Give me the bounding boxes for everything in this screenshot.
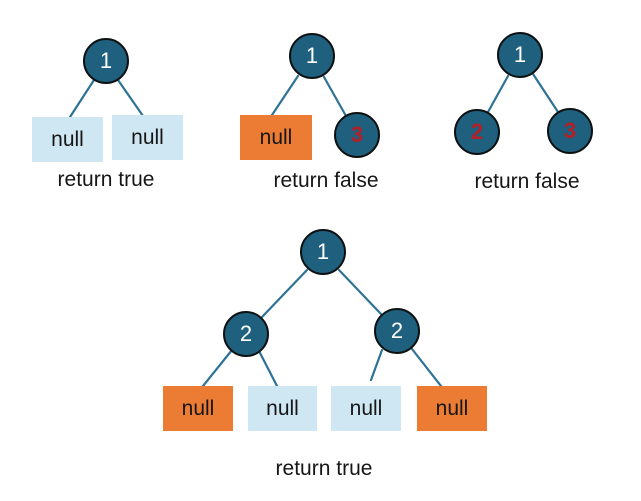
tree1-left-edge bbox=[68, 78, 96, 119]
tree4-leaf2-null-box: null bbox=[248, 386, 317, 431]
tree2-left-null-box: null bbox=[240, 115, 312, 160]
tree1-right-edge bbox=[116, 78, 145, 118]
tree3-caption: return false bbox=[474, 170, 580, 193]
tree4-right-child-node: 2 bbox=[374, 308, 420, 354]
tree3-left-child-node: 2 bbox=[454, 109, 500, 155]
tree3-right-child-node: 3 bbox=[547, 108, 593, 154]
tree2-root-node: 1 bbox=[289, 33, 335, 79]
tree4-root-right-edge bbox=[337, 268, 383, 316]
tree3-right-edge bbox=[531, 72, 560, 114]
tree2-right-child-node: 3 bbox=[334, 112, 380, 158]
tree2-caption: return false bbox=[273, 169, 379, 192]
tree4-leaf3-null-box: null bbox=[331, 386, 401, 431]
tree4-caption: return true bbox=[275, 457, 373, 480]
tree3-root-node: 1 bbox=[497, 32, 543, 78]
tree4-left-child-node: 2 bbox=[223, 311, 269, 357]
tree4-leaf4-null-box: null bbox=[417, 386, 487, 431]
tree2-right-edge bbox=[322, 75, 348, 118]
tree1-caption: return true bbox=[57, 168, 155, 191]
tree4-right-leaf3-edge bbox=[369, 348, 384, 382]
tree1-right-null-box: null bbox=[112, 115, 183, 160]
tree2-left-edge bbox=[270, 74, 300, 117]
tree1-left-null-box: null bbox=[32, 117, 103, 162]
tree4-right-leaf4-edge bbox=[410, 347, 443, 388]
tree1-root-node: 1 bbox=[83, 38, 129, 84]
tree4-left-leaf2-edge bbox=[257, 349, 279, 388]
tree4-root-node: 1 bbox=[300, 229, 346, 275]
tree4-leaf1-null-box: null bbox=[163, 386, 233, 431]
tree4-left-leaf1-edge bbox=[201, 348, 234, 388]
tree3-left-edge bbox=[486, 74, 510, 114]
tree4-root-left-edge bbox=[260, 268, 309, 319]
